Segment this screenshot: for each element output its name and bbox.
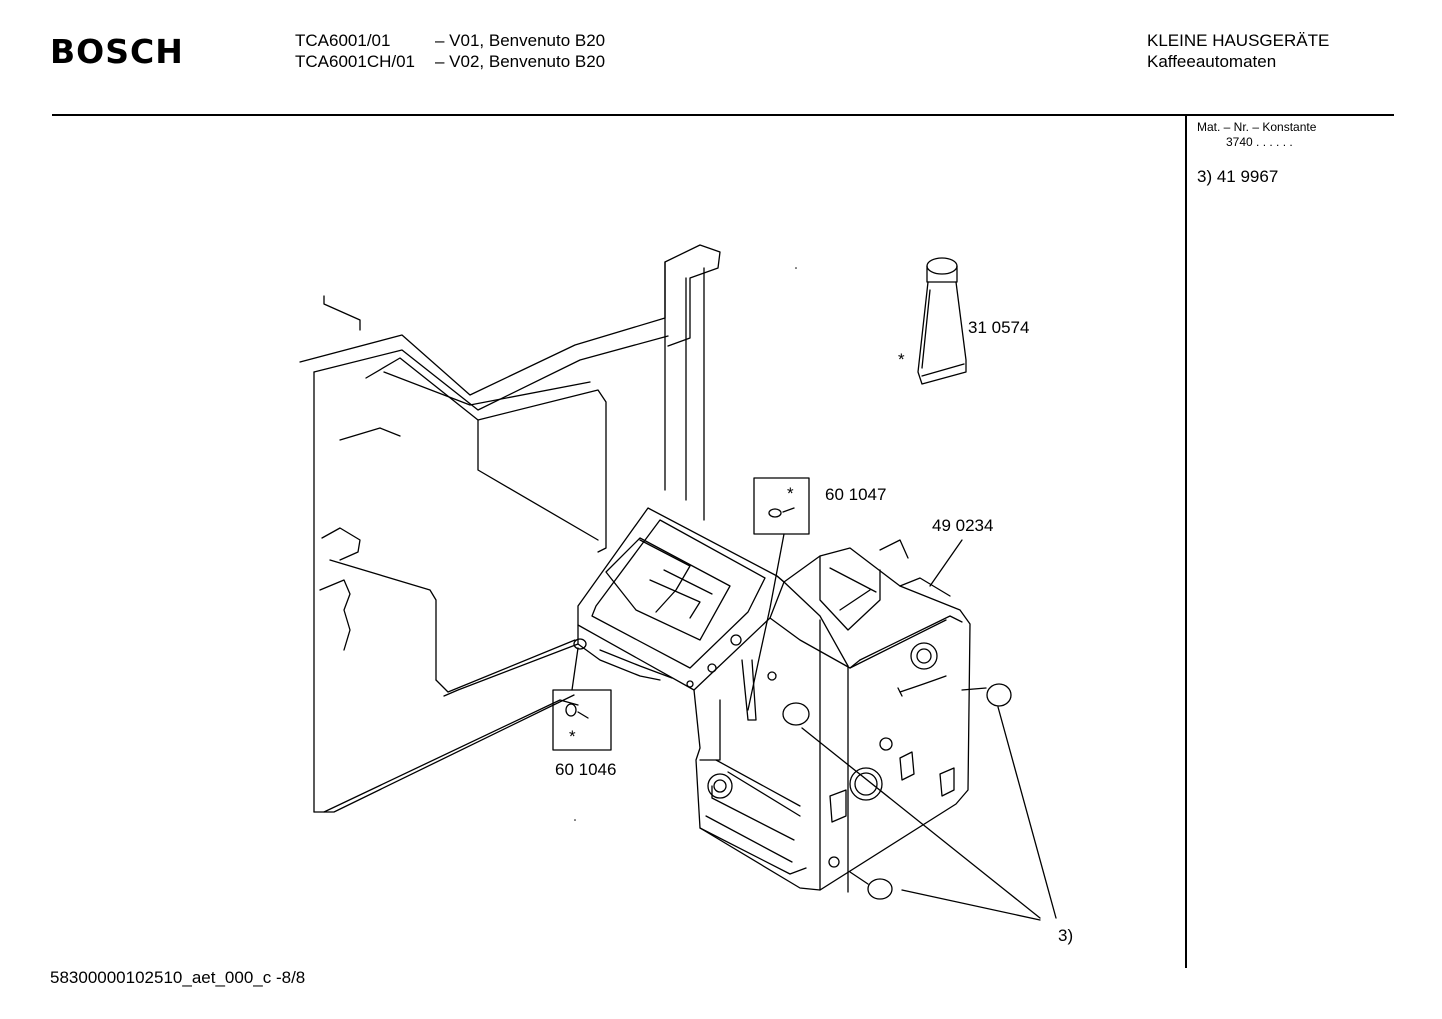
sidebar-divider: [1185, 116, 1187, 968]
material-number-label: Mat. – Nr. – Konstante: [1197, 120, 1317, 134]
model-number: TCA6001/01: [295, 31, 391, 50]
machine-frame: [299, 244, 721, 813]
leader-lines: [801, 539, 1057, 921]
brand-logo: BOSCH: [50, 32, 184, 71]
asterisk-grease-tube: *: [898, 350, 905, 369]
model-row: TCA6001/01 – V01, Benvenuto B20: [295, 30, 605, 51]
category-subtitle: Kaffeeautomaten: [1147, 52, 1277, 71]
part-label-housing: 49 0234: [932, 516, 994, 535]
part-label-grease-tube: 31 0574: [968, 318, 1030, 337]
material-number-value: 3740 . . . . . .: [1226, 135, 1293, 149]
model-list: TCA6001/01 – V01, Benvenuto B20 TCA6001CH…: [295, 30, 605, 72]
asterisk-seal-top: *: [787, 484, 794, 503]
grease-tube: [917, 257, 967, 385]
end-caps: [782, 683, 1012, 900]
model-number: TCA6001CH/01: [295, 52, 416, 71]
asterisk-seal-left: *: [569, 727, 576, 746]
part-label-seal-left: 60 1046: [555, 760, 617, 779]
model-variant: – V02, Benvenuto B20: [435, 52, 606, 71]
header-divider: [52, 114, 1394, 116]
model-variant: – V01, Benvenuto B20: [435, 31, 606, 50]
part-label-seal-top: 60 1047: [825, 485, 887, 504]
category-block: KLEINE HAUSGERÄTE Kaffeeautomaten: [1147, 30, 1329, 72]
model-row: TCA6001CH/01 – V02, Benvenuto B20: [295, 51, 605, 72]
document-id: 58300000102510_aet_000_c -8/8: [50, 968, 306, 987]
brewing-housing: [577, 507, 971, 893]
material-note: 3) 41 9967: [1197, 167, 1279, 186]
part-label-end-caps: 3): [1058, 926, 1074, 945]
category-title: KLEINE HAUSGERÄTE: [1147, 31, 1330, 50]
seal-callouts: [552, 477, 810, 751]
